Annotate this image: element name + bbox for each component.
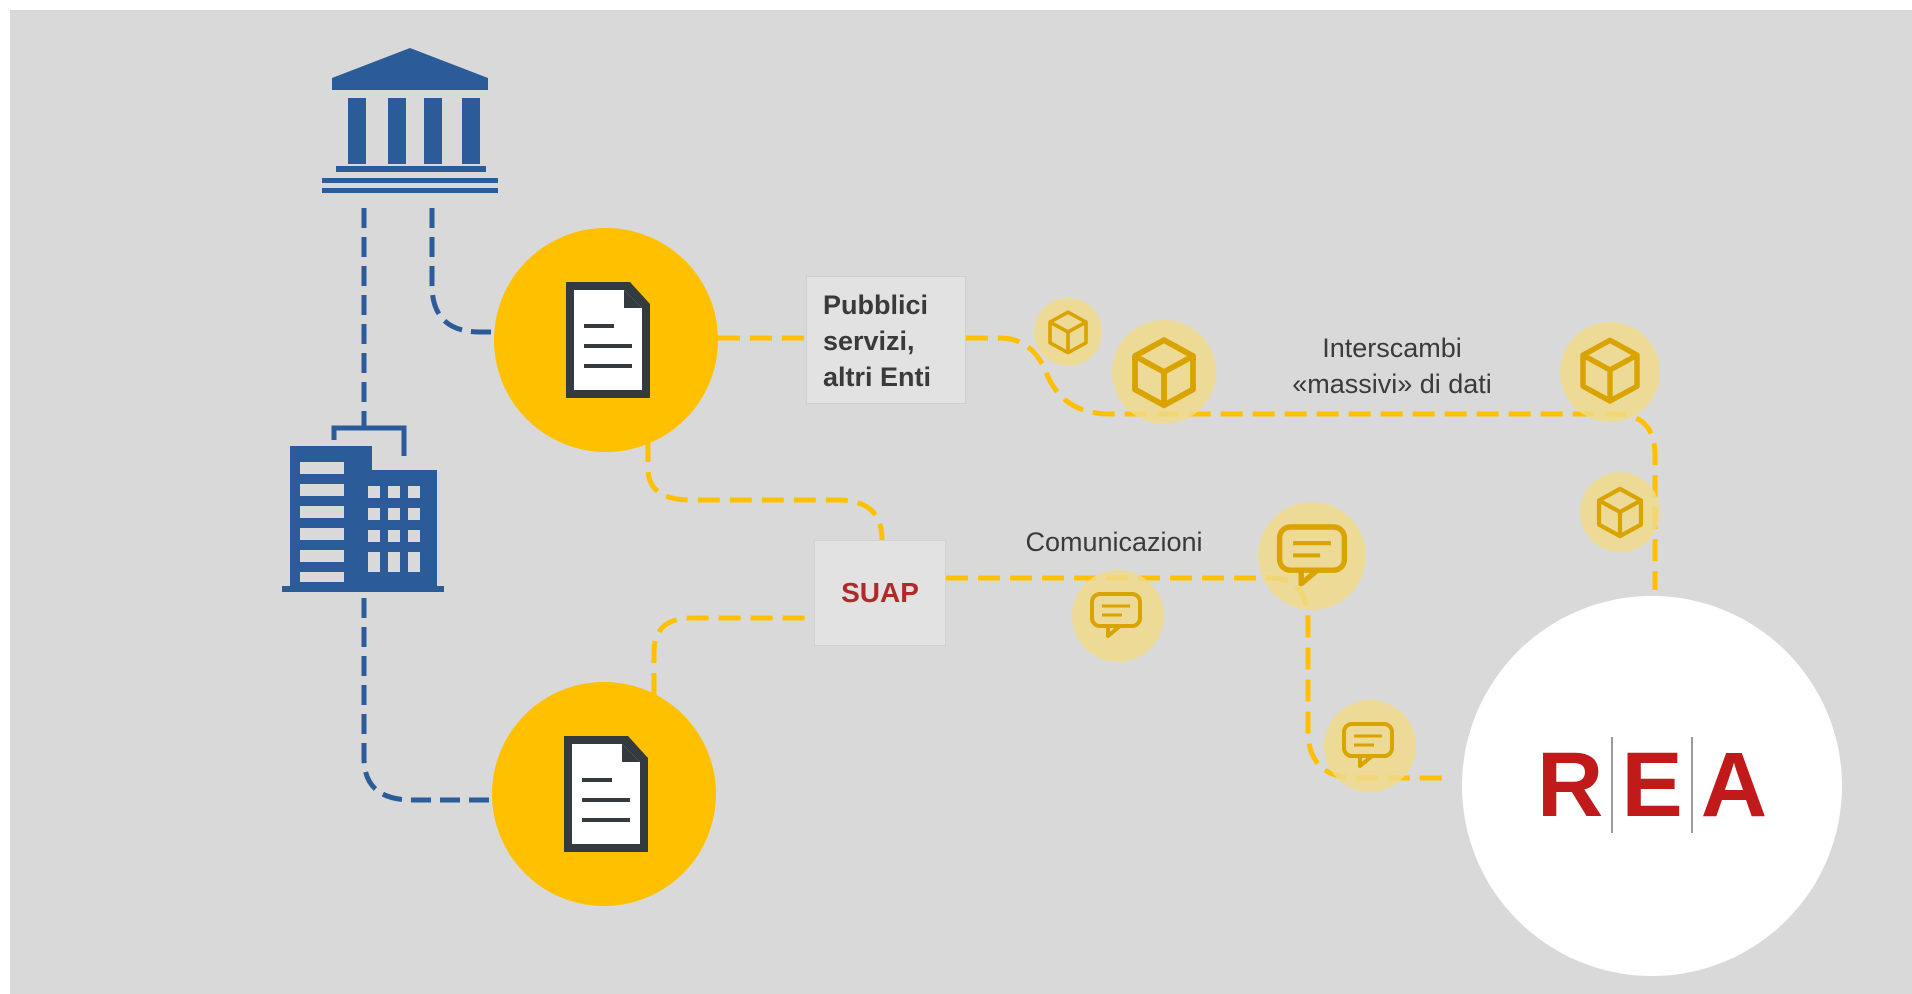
institution-connectors <box>361 208 498 803</box>
bank-to-document-connector <box>429 208 498 335</box>
bank-building-icon <box>322 48 498 193</box>
document-icon <box>564 736 648 852</box>
exchanges-label: Interscambi «massivi» di dati <box>1262 330 1522 402</box>
document-icon <box>566 282 650 398</box>
public-services-line-2: servizi, <box>823 326 915 356</box>
services-to-rea-flow <box>966 335 1658 590</box>
office-buildings-icon <box>282 425 444 592</box>
cube-bubble-3 <box>1560 322 1660 422</box>
suap-to-document-flow <box>651 615 814 695</box>
rea-letter-r: R <box>1536 733 1604 836</box>
public-services-line-3: altri Enti <box>823 362 932 392</box>
document-node-bottom <box>492 682 716 906</box>
rea-letter-a: A <box>1700 733 1768 836</box>
rea-circle <box>1462 596 1842 976</box>
rea-letter-e: E <box>1621 733 1683 836</box>
rea-logo: R E A <box>1512 730 1792 840</box>
suap-box: SUAP <box>814 540 946 646</box>
chat-bubble-3 <box>1324 700 1416 792</box>
rea-separator-2 <box>1690 737 1693 833</box>
cube-bubble-1 <box>1034 298 1102 366</box>
cube-bubble-4 <box>1580 472 1660 552</box>
document-to-suap-flow <box>645 440 885 541</box>
public-services-label: Pubblici servizi, altri Enti <box>806 276 966 404</box>
suap-label: SUAP <box>841 577 919 608</box>
document-node-top <box>494 228 718 452</box>
rea-separator-1 <box>1611 737 1614 833</box>
communications-label: Comunicazioni <box>1025 527 1203 557</box>
cube-bubble-2 <box>1112 320 1216 424</box>
exchanges-line-2: «massivi» di dati <box>1292 369 1492 399</box>
company-to-document-connector <box>361 598 498 803</box>
exchanges-line-1: Interscambi <box>1322 333 1462 363</box>
chat-bubble-1 <box>1258 502 1366 610</box>
public-services-line-1: Pubblici <box>823 290 929 320</box>
chat-bubble-2 <box>1072 570 1164 662</box>
